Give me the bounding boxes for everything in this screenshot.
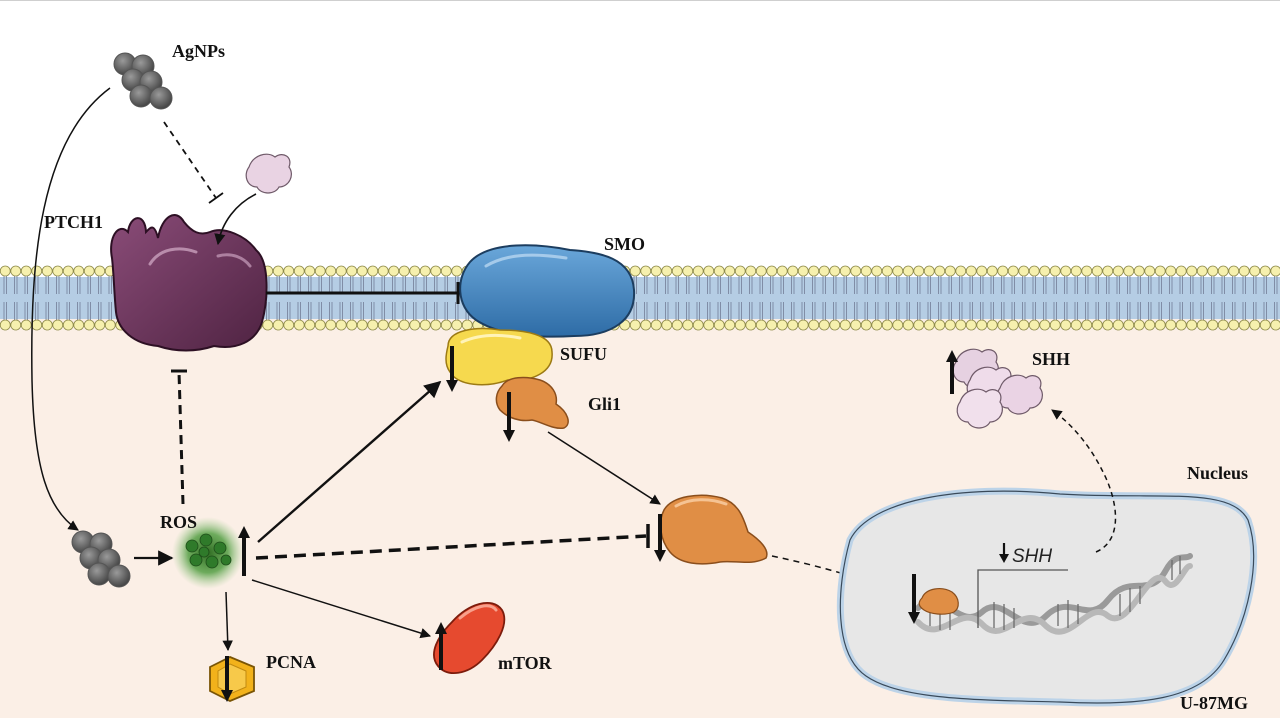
sufu-protein xyxy=(445,327,553,386)
ptch1-label: PTCH1 xyxy=(44,212,103,232)
ros-inhibits-ptch1 xyxy=(171,369,187,505)
nucleus xyxy=(836,487,1257,707)
ptch1-inhibits-smo xyxy=(266,282,460,304)
sufu-label: SUFU xyxy=(560,344,607,364)
gli1-free-protein xyxy=(659,494,768,565)
gli1-protein xyxy=(495,376,569,430)
ros-to-mtor-arrow xyxy=(251,579,432,639)
shh-up-arrow xyxy=(946,350,958,394)
shh-protein-label: SHH xyxy=(1032,349,1070,369)
gli1-free-down-arrow xyxy=(654,514,666,562)
pcna-label: PCNA xyxy=(266,652,316,672)
sufu-down-arrow xyxy=(446,346,458,392)
nucleus-label: Nucleus xyxy=(1187,463,1248,483)
shh-binds-ptch1-arrow xyxy=(214,193,257,246)
ros-cloud xyxy=(172,517,244,589)
agnps-internalization-arrow xyxy=(31,87,111,531)
cell-line-label: U-87MG xyxy=(1180,693,1248,713)
gli1-translocation-arrow xyxy=(547,431,661,505)
ros-label: ROS xyxy=(160,512,197,532)
gli1-nuclear-down-arrow xyxy=(908,574,920,624)
smo-receptor xyxy=(459,244,636,338)
agnps-label: AgNPs xyxy=(172,41,225,61)
shh-gene-marker xyxy=(977,543,1068,628)
agnps-inhibition xyxy=(163,121,224,204)
pcna-protein xyxy=(209,656,255,702)
mtor-label: mTOR xyxy=(498,653,553,673)
ros-to-sufu-arrow xyxy=(257,380,442,543)
mtor-up-arrow xyxy=(435,622,447,670)
gli1-down-arrow xyxy=(503,392,515,442)
ros-up-arrow xyxy=(238,526,250,576)
gli1-bound-dna xyxy=(918,588,959,615)
smo-label: SMO xyxy=(604,234,645,254)
shh-expression-arrow xyxy=(1051,409,1117,553)
pcna-down-arrow xyxy=(221,656,233,702)
mtor-protein xyxy=(433,601,506,674)
ros-inhibits-gli1 xyxy=(255,524,650,560)
ptch1-receptor xyxy=(110,214,268,352)
shh-gene-label: SHH xyxy=(1012,546,1052,567)
dna-helix xyxy=(915,553,1193,635)
gli1-label: Gli1 xyxy=(588,394,621,414)
ros-to-pcna-arrow xyxy=(222,591,233,652)
